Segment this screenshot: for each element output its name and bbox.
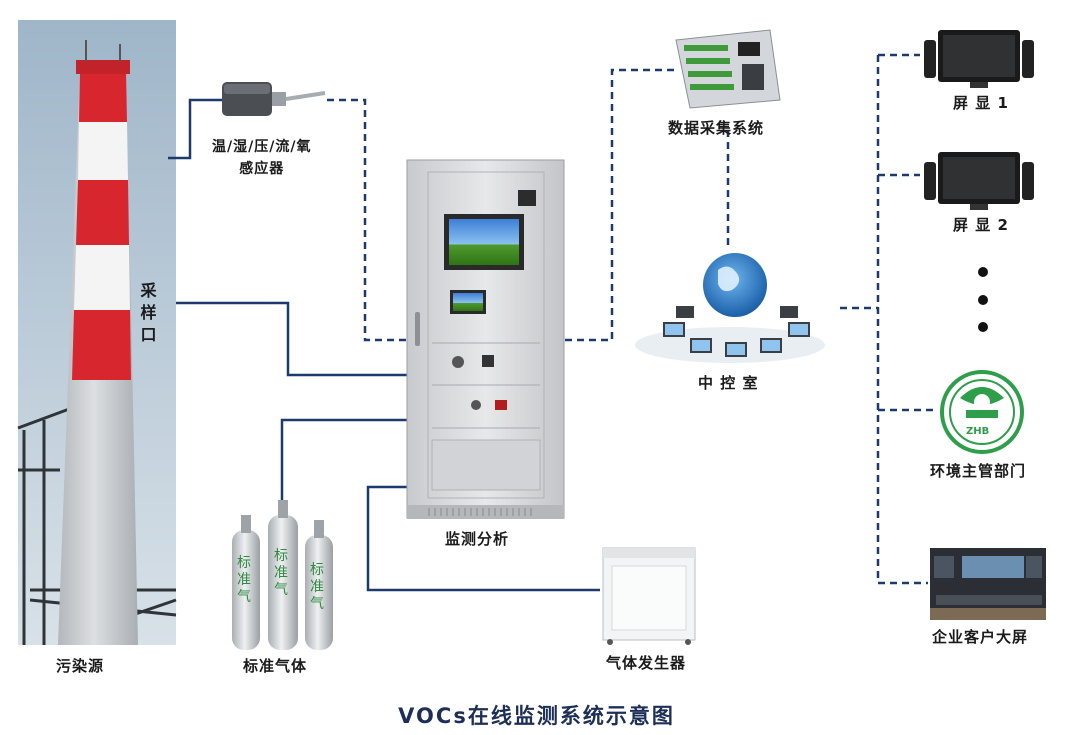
data-lines [327,53,935,585]
gas-cylinders [232,500,333,650]
label-sampling-port: 采样口 [140,281,158,344]
sensor-device [222,82,326,116]
label-standard-gas: 标准气体 [243,657,308,675]
diagram-title: VOCs在线监测系统示意图 [398,704,675,728]
analyzer-cabinet [406,159,565,519]
label-sensor: 温/湿/压/流/氧 感应器 [212,139,312,177]
label-data-acquisition: 数据采集系统 [668,119,765,137]
env-badge-text: ZHB [966,426,990,437]
bottle-label-2: 标准气 [274,548,288,598]
bottle-label-1: 标准气 [237,555,251,605]
ellipsis-dots [978,267,988,332]
data-acquisition-device [675,29,781,109]
label-gas-generator: 气体发生器 [606,654,687,672]
screen-2 [924,152,1034,210]
label-analyzer: 监测分析 [445,530,510,548]
label-screen-2: 屏 显 2 [953,216,1009,234]
label-screen-1: 屏 显 1 [953,94,1009,112]
control-room-network [635,253,825,363]
label-enterprise-screen: 企业客户大屏 [932,628,1029,646]
gas-generator [602,547,696,645]
env-badge-icon [940,370,1024,454]
chimney [17,20,177,645]
bottle-label-3: 标准气 [310,562,324,612]
connection-lines [168,98,600,592]
label-control-room: 中 控 室 [698,374,759,392]
label-env-dept: 环境主管部门 [930,462,1027,480]
enterprise-control-room [930,548,1046,620]
screen-1 [924,30,1034,88]
label-pollution-source: 污染源 [56,657,105,675]
